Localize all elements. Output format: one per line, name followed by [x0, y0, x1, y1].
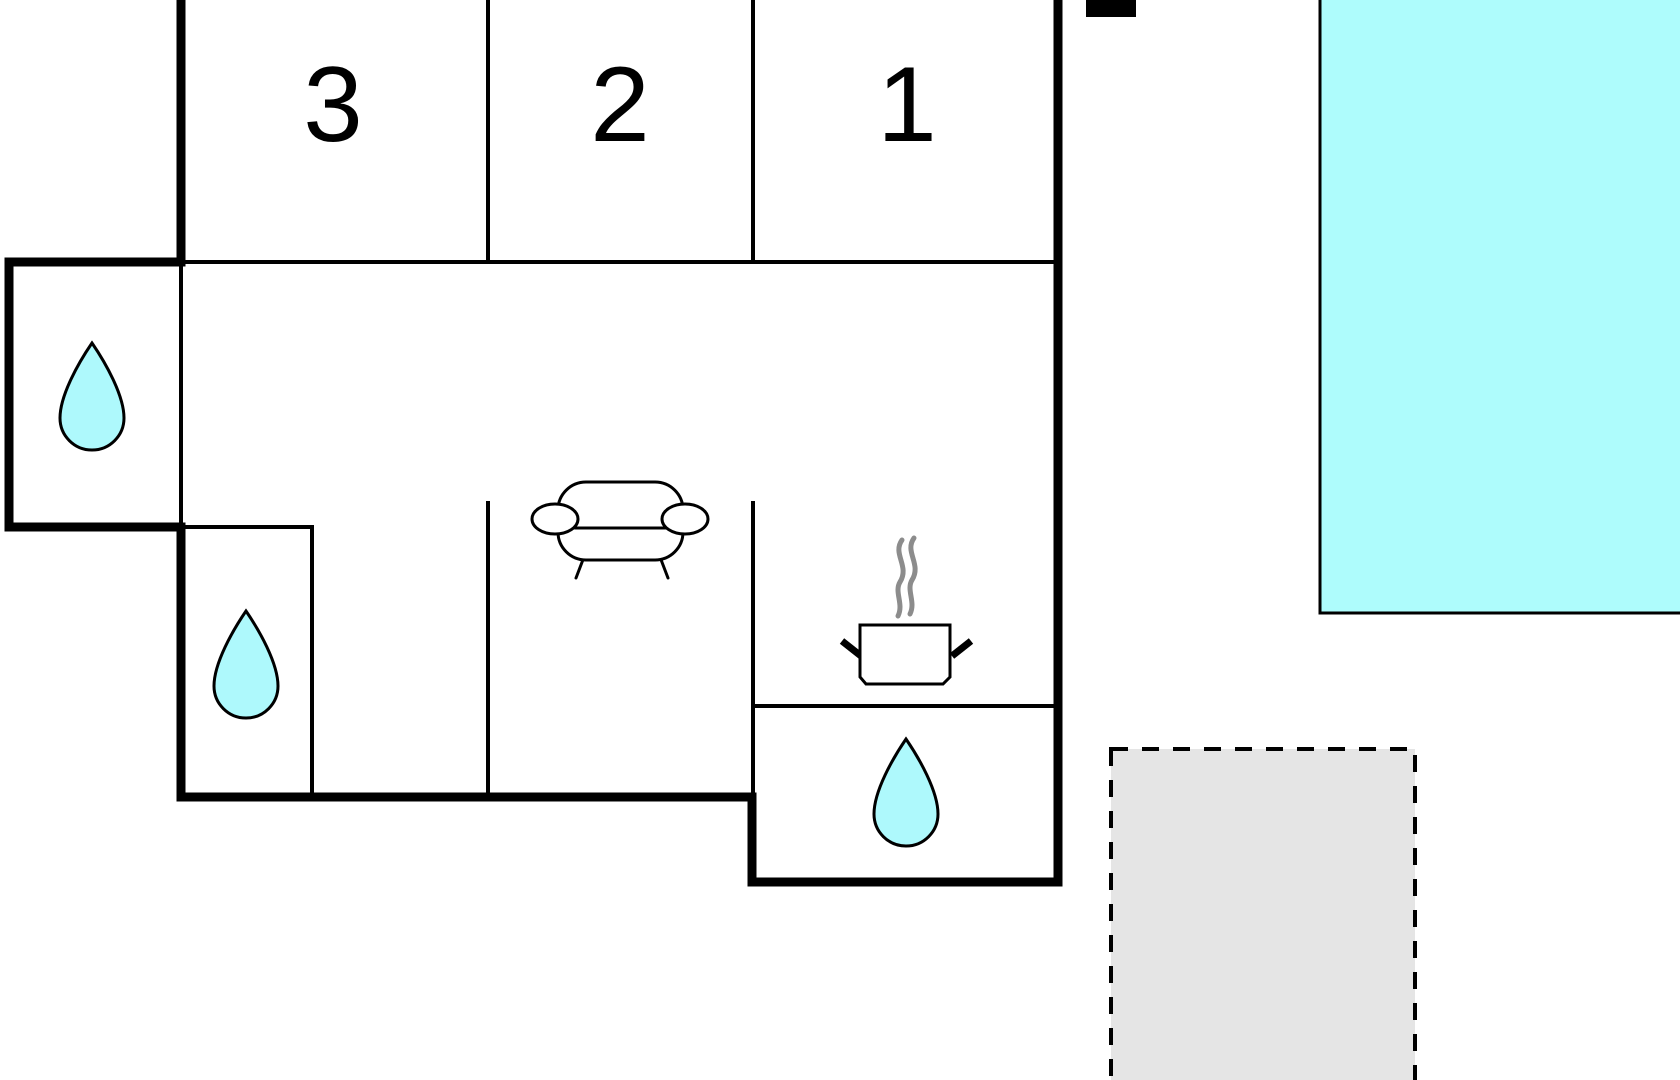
water-drop-icon [58, 340, 126, 452]
exterior-walls [4, 0, 1063, 887]
bedroom-number-2: 2 [590, 44, 650, 164]
swimming-pool [1318, 0, 1680, 615]
water-drop-icon [872, 736, 940, 848]
parking-area [1109, 747, 1417, 1080]
entrance-marker [1086, 0, 1136, 17]
sofa-icon [530, 480, 710, 580]
bedroom-number-3: 3 [303, 44, 363, 164]
bedroom-number-1: 1 [877, 44, 937, 164]
cooking-pot-icon [839, 535, 974, 686]
interior-walls [179, 0, 1058, 797]
water-drop-icon [212, 608, 280, 720]
